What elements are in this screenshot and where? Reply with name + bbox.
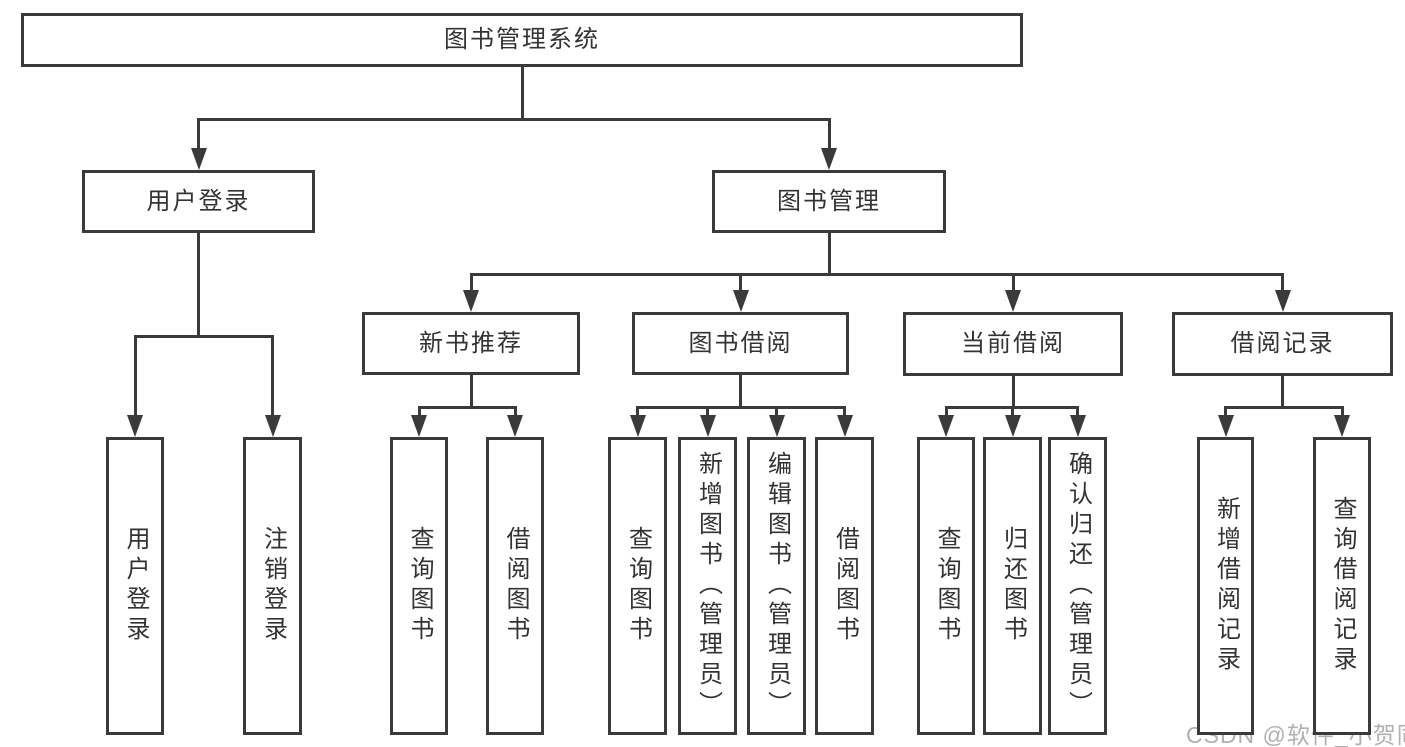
arrow-down-icon — [1217, 415, 1234, 437]
node-label: 归还图书 — [999, 526, 1027, 646]
node-book-borrow: 图书借阅 — [632, 312, 849, 375]
node-leaf-nb-borrow: 借阅图书 — [486, 437, 544, 735]
connector-drop — [197, 118, 200, 152]
connector-drop — [636, 406, 639, 419]
connector-bar — [1224, 406, 1344, 409]
node-label: 借阅图书 — [831, 526, 859, 646]
connector-drop — [944, 406, 948, 419]
node-leaf-logout: 注销登录 — [243, 437, 302, 735]
connector-drop — [513, 406, 517, 419]
arrow-down-icon — [127, 415, 143, 437]
node-label: 新增图书（管理员） — [694, 451, 722, 721]
node-label: 新增借阅记录 — [1212, 496, 1240, 676]
node-label: 新书推荐 — [419, 329, 523, 357]
connector-drop — [417, 406, 421, 419]
connector-drop — [1011, 273, 1015, 294]
connector-bar — [469, 273, 1284, 276]
connector-bar — [636, 406, 846, 409]
connector-stem — [739, 375, 742, 409]
connector-drop — [1340, 406, 1344, 419]
arrow-down-icon — [732, 290, 749, 312]
arrow-down-icon — [699, 415, 716, 437]
arrow-down-icon — [190, 148, 207, 170]
node-label: 注销登录 — [259, 526, 287, 646]
node-label: 查询图书 — [933, 526, 960, 646]
connector-stem — [827, 233, 831, 276]
node-label: 图书管理系统 — [444, 26, 600, 53]
connector-stem — [1011, 376, 1015, 409]
connector-drop — [1224, 406, 1227, 419]
node-user-login: 用户登录 — [82, 170, 315, 233]
arrow-down-icon — [264, 415, 281, 437]
node-leaf-bb-edit: 编辑图书（管理员） — [747, 437, 806, 735]
connector-bar — [197, 118, 831, 121]
connector-bar — [133, 335, 274, 338]
connector-drop — [133, 335, 137, 419]
node-label: 查询借阅记录 — [1329, 496, 1356, 676]
connector-stem — [1281, 376, 1284, 409]
connector-drop — [843, 406, 846, 419]
connector-drop — [706, 406, 709, 419]
arrow-down-icon — [1334, 415, 1350, 437]
node-leaf-cb-confirm: 确认归还（管理员） — [1048, 437, 1107, 735]
connector-drop — [827, 118, 831, 152]
node-label: 图书管理 — [777, 187, 881, 215]
node-leaf-cb-query: 查询图书 — [917, 437, 975, 735]
node-new-book: 新书推荐 — [362, 312, 580, 375]
arrow-down-icon — [1004, 415, 1021, 437]
connector-drop — [271, 335, 274, 419]
connector-drop — [739, 273, 742, 294]
node-current-borrow: 当前借阅 — [903, 312, 1123, 376]
node-leaf-bb-query: 查询图书 — [608, 437, 667, 735]
arrow-down-icon — [463, 290, 479, 312]
node-label: 图书借阅 — [688, 329, 793, 357]
node-label: 编辑图书（管理员） — [763, 451, 791, 721]
node-leaf-br-add: 新增借阅记录 — [1197, 437, 1254, 735]
connector-drop — [775, 406, 778, 419]
arrow-down-icon — [1274, 290, 1291, 312]
node-label: 查询图书 — [624, 526, 652, 646]
arrow-down-icon — [938, 415, 954, 437]
connector-drop — [1281, 273, 1284, 294]
node-label: 借阅图书 — [502, 526, 529, 646]
node-leaf-login: 用户登录 — [106, 437, 164, 735]
node-leaf-br-query: 查询借阅记录 — [1313, 437, 1371, 735]
node-borrow-record: 借阅记录 — [1172, 312, 1393, 376]
node-label: 用户登录 — [146, 187, 251, 215]
node-label: 确认归还（管理员） — [1064, 451, 1092, 721]
arrow-down-icon — [411, 415, 427, 437]
connector-drop — [469, 273, 473, 294]
arrow-down-icon — [768, 415, 785, 437]
arrow-down-icon — [1069, 415, 1086, 437]
node-leaf-bb-borrow: 借阅图书 — [815, 437, 874, 735]
connector-bar — [417, 406, 517, 409]
node-leaf-cb-return: 归还图书 — [983, 437, 1042, 735]
arrow-down-icon — [821, 148, 837, 170]
node-leaf-nb-query: 查询图书 — [390, 437, 448, 735]
node-label: 借阅记录 — [1230, 330, 1335, 357]
node-root: 图书管理系统 — [21, 13, 1023, 67]
node-leaf-bb-add: 新增图书（管理员） — [678, 437, 737, 735]
node-label: 当前借阅 — [961, 330, 1065, 357]
connector-stem — [197, 233, 200, 338]
arrow-down-icon — [507, 415, 523, 437]
node-label: 用户登录 — [122, 526, 149, 646]
node-book-mgmt: 图书管理 — [712, 170, 946, 233]
connector-drop — [1076, 406, 1079, 419]
connector-stem — [469, 375, 473, 409]
arrow-down-icon — [836, 415, 853, 437]
arrow-down-icon — [629, 415, 646, 437]
node-label: 查询图书 — [406, 526, 433, 646]
arrow-down-icon — [1005, 290, 1021, 312]
connector-stem — [520, 67, 524, 121]
connector-drop — [1011, 406, 1014, 419]
